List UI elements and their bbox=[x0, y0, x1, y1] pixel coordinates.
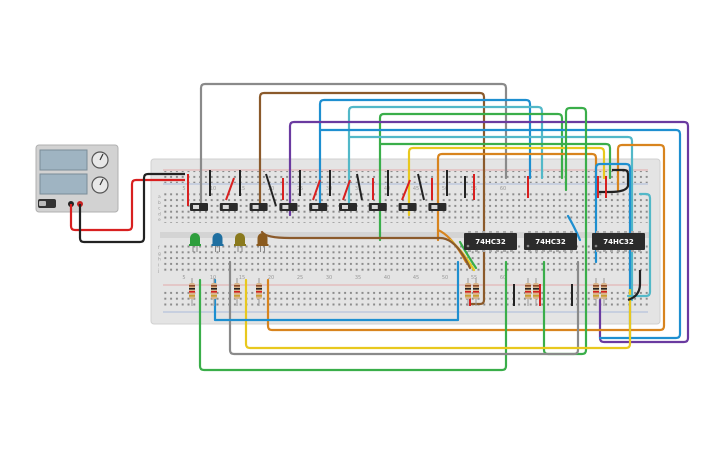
slide-switch[interactable] bbox=[339, 203, 357, 211]
column-number: 45 bbox=[413, 275, 419, 281]
row-letter: h bbox=[158, 257, 161, 263]
wire-green-inner bbox=[378, 142, 612, 180]
resistor[interactable] bbox=[533, 278, 539, 306]
wire-blue-chip bbox=[566, 214, 582, 242]
wire-blue-outer bbox=[318, 128, 682, 340]
slide-switch[interactable] bbox=[190, 203, 208, 211]
wire-blue-right bbox=[594, 162, 632, 342]
switch-jumpers bbox=[187, 170, 607, 306]
slide-switch[interactable] bbox=[398, 203, 417, 211]
column-number: 15 bbox=[239, 186, 245, 192]
column-number: 40 bbox=[384, 275, 390, 281]
wire-teal-inner bbox=[348, 135, 634, 302]
column-number: 45 bbox=[413, 186, 419, 192]
chip-label: 74HC32 bbox=[603, 238, 634, 246]
column-number: 15 bbox=[239, 275, 245, 281]
wire-teal-loop bbox=[347, 105, 544, 209]
chip-label: 74HC32 bbox=[475, 238, 506, 246]
resistors[interactable] bbox=[189, 278, 607, 306]
wire-teal-right bbox=[626, 192, 652, 298]
column-number: 60 bbox=[500, 186, 506, 192]
wire-orange-top bbox=[436, 152, 598, 242]
led[interactable] bbox=[256, 233, 269, 252]
led[interactable] bbox=[234, 233, 246, 252]
column-number: 20 bbox=[268, 275, 274, 281]
row-letter: i bbox=[158, 262, 159, 268]
slide-switch[interactable] bbox=[309, 203, 328, 211]
column-number: 25 bbox=[297, 275, 303, 281]
slide-switches[interactable] bbox=[190, 203, 447, 211]
power-wires bbox=[69, 168, 642, 302]
column-number: 30 bbox=[326, 275, 332, 281]
resistor[interactable] bbox=[234, 278, 240, 306]
row-letter: a bbox=[158, 195, 161, 200]
column-number: 5 bbox=[182, 186, 185, 192]
wire-purple-outer bbox=[288, 120, 690, 344]
resistor[interactable] bbox=[189, 278, 195, 306]
row-letter: c bbox=[158, 207, 161, 212]
wire-yellow-bottom bbox=[244, 278, 632, 350]
resistor[interactable] bbox=[256, 278, 262, 306]
wire-black-chip-right bbox=[598, 168, 630, 194]
wire-green-chip bbox=[458, 240, 478, 270]
row-letter: b bbox=[158, 200, 161, 206]
wire-green-loop bbox=[378, 112, 564, 242]
column-number: 60 bbox=[500, 275, 506, 281]
breadboard bbox=[150, 158, 661, 325]
wire-red-supply bbox=[69, 178, 185, 232]
column-number: 10 bbox=[210, 186, 216, 192]
ic-chips[interactable]: 74HC32 74HC32 74HC32 bbox=[464, 231, 645, 252]
wire-orange-right bbox=[266, 143, 666, 332]
resistor[interactable] bbox=[211, 278, 217, 306]
slide-switch[interactable] bbox=[279, 203, 298, 211]
row-letter: j bbox=[157, 268, 159, 274]
wire-yellow-top bbox=[407, 146, 606, 217]
wire-black-supply bbox=[78, 172, 185, 244]
ic-74hc32[interactable]: 74HC32 bbox=[592, 231, 645, 252]
resistor[interactable] bbox=[473, 278, 479, 306]
row-letter: e bbox=[158, 218, 161, 223]
resistor[interactable] bbox=[525, 278, 531, 306]
chip-label: 74HC32 bbox=[535, 238, 566, 246]
column-number: 50 bbox=[442, 186, 448, 192]
ic-74hc32[interactable]: 74HC32 bbox=[464, 231, 517, 252]
resistor[interactable] bbox=[593, 278, 599, 306]
column-number: 55 bbox=[471, 275, 477, 281]
power-supply[interactable] bbox=[35, 144, 119, 213]
wire-gray-loop bbox=[199, 82, 508, 209]
row-letter: d bbox=[158, 211, 161, 217]
wire-black-bottom-right bbox=[627, 270, 642, 302]
slide-switch[interactable] bbox=[368, 203, 387, 211]
column-number: 50 bbox=[442, 275, 448, 281]
wire-blue-bottom bbox=[213, 260, 460, 322]
wire-gray-bottom bbox=[228, 260, 580, 356]
slide-switch[interactable] bbox=[249, 203, 268, 211]
row-letter: g bbox=[158, 252, 161, 257]
wires bbox=[198, 82, 690, 372]
slide-switch[interactable] bbox=[428, 203, 447, 211]
column-number: 35 bbox=[355, 275, 361, 281]
column-number: 35 bbox=[355, 186, 361, 192]
resistor[interactable] bbox=[601, 278, 607, 306]
slide-switch[interactable] bbox=[219, 203, 238, 211]
wire-brown-loop bbox=[258, 91, 486, 306]
row-letter: f bbox=[158, 245, 160, 251]
leds[interactable] bbox=[189, 233, 269, 252]
wire-green-bottom bbox=[198, 260, 508, 372]
led[interactable] bbox=[211, 233, 224, 252]
wire-blue-loop bbox=[318, 98, 532, 209]
ic-74hc32[interactable]: 74HC32 bbox=[524, 231, 577, 252]
resistor[interactable] bbox=[465, 278, 471, 306]
column-number: 5 bbox=[182, 275, 185, 281]
led[interactable] bbox=[189, 233, 201, 252]
column-number: 10 bbox=[210, 275, 216, 281]
